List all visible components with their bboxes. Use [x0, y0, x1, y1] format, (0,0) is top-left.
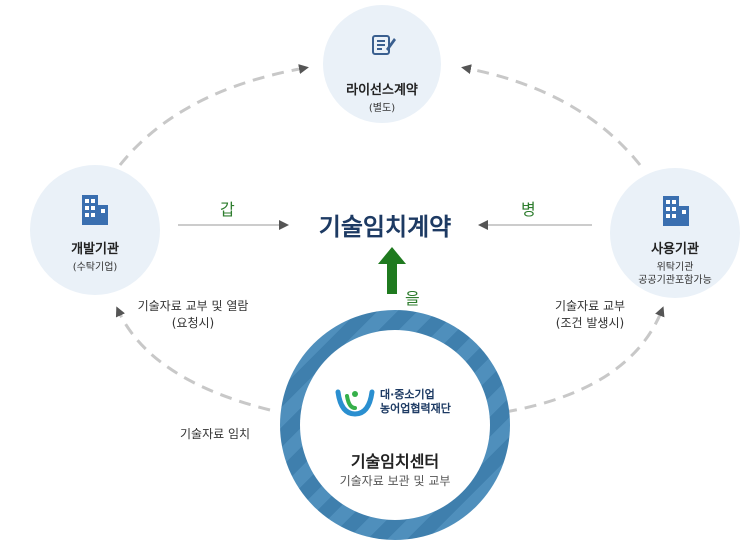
document-edit-icon [372, 33, 396, 61]
developer-subtitle: (수탁기업) [72, 262, 118, 273]
party-label-eul: 을 [405, 289, 420, 308]
license-node: 라이선스계약 (별도) [323, 5, 441, 123]
arc-dev-to-license [118, 64, 309, 166]
license-title: 라이선스계약 [346, 83, 418, 98]
center-subtitle: 기술자료 보관 및 교부 [339, 474, 451, 488]
foundation-name: 대·중소기업 농어업협력재단 [380, 388, 451, 416]
user-caption-line2: (조건 발생시) [555, 316, 625, 330]
developer-caption-line1: 기술자료 교부 및 열람 [137, 299, 249, 313]
escrow-center-ring: 대·중소기업 농어업협력재단 기술임치센터 기술자료 보관 및 교부 [280, 310, 510, 540]
deposit-caption: 기술자료 임치 [180, 427, 251, 441]
developer-title: 개발기관 [71, 242, 119, 257]
arc-center-to-dev [115, 306, 271, 412]
arc-dev-to-center [150, 340, 270, 410]
user-organization-sub1: 위탁기관 [656, 262, 694, 273]
developer-node: 개발기관 (수탁기업) [30, 165, 160, 295]
party-label-byeong: 병 [521, 200, 536, 219]
arc-center-to-user [504, 306, 665, 414]
user-caption-line1: 기술자료 교부 [554, 299, 626, 313]
user-organization-sub2: 공공기관포함가능 [638, 275, 712, 286]
building-icon [663, 196, 689, 230]
user-organization-node: 사용기관 위탁기관 공공기관포함가능 [610, 168, 740, 298]
user-caption: 기술자료 교부 (조건 발생시) [530, 298, 650, 332]
escrow-center-inner: 대·중소기업 농어업협력재단 기술임치센터 기술자료 보관 및 교부 [300, 330, 490, 520]
developer-caption: 기술자료 교부 및 열람 (요청시) [118, 298, 268, 332]
license-subtitle: (별도) [368, 103, 396, 114]
main-title: 기술임치계약 [318, 213, 452, 241]
arrow-eul-up-icon [378, 247, 406, 294]
foundation-name-line1: 대·중소기업 [380, 388, 435, 401]
arc-user-to-license [461, 64, 642, 166]
foundation-name-line2: 농어업협력재단 [380, 402, 451, 415]
developer-caption-line2: (요청시) [171, 316, 215, 330]
foundation-logo-icon [335, 388, 375, 424]
building-icon [82, 195, 108, 229]
user-organization-title: 사용기관 [651, 242, 699, 257]
party-label-gap: 갑 [220, 200, 235, 219]
center-title: 기술임치센터 [350, 452, 440, 471]
